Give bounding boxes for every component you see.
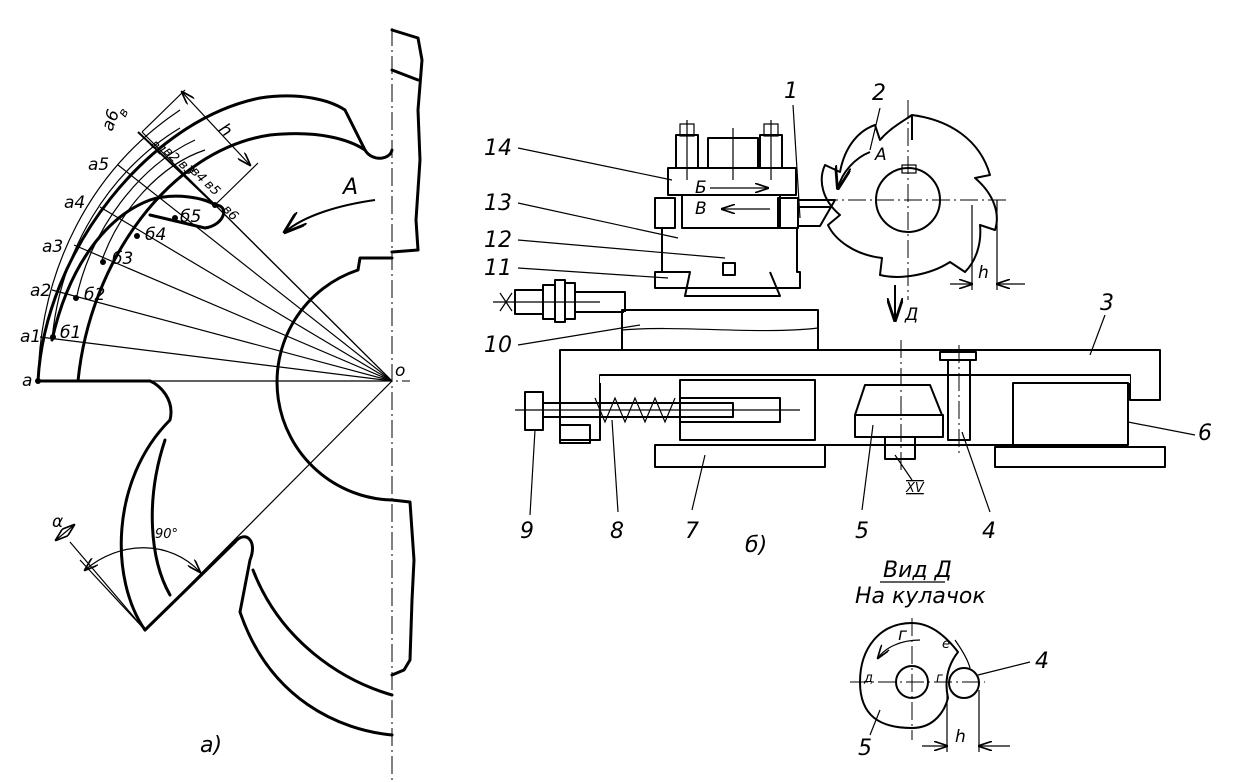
radial-lines [38,131,393,382]
label-d: д [863,671,873,686]
label-e: е [942,637,950,652]
bolt-head-9 [524,391,544,431]
b-points-line [137,131,216,206]
label-direction-b: Б [695,178,707,198]
cam-rotation-arrow [878,639,921,658]
view-d-cam: Вид Д На кулачок г д г е 4 5 h [850,558,1049,761]
label-direction-v: В [695,199,707,219]
key-12 [722,262,736,276]
lower-tooth-profile [143,535,394,737]
pin-4-head [939,351,977,361]
part-3: 3 [1100,291,1114,316]
caption-b: б) [745,533,767,558]
figure-a-cutter-profile: A а o а1 а2 а3 а4 а5 а6 б1 б2 б3 б4 б5 в… [20,28,424,782]
view-d-part-4: 4 [1035,649,1049,674]
spring-8 [594,396,676,424]
label-a2: а2 [30,281,51,301]
label-d5: б5 [180,207,201,227]
part-12: 12 [484,228,512,253]
label-h-a: h [214,119,236,141]
label-view-d: Д [904,305,918,325]
figure-b-fixture: Б В [484,79,1212,558]
lower-break-edge [390,498,416,677]
part-5: 5 [855,519,869,544]
label-g: г [936,671,943,686]
leader-lines [517,104,1196,516]
label-o: o [395,361,405,381]
label-d4: б4 [145,225,166,245]
view-d-subtitle: На кулачок [855,584,986,609]
part-4: 4 [982,519,996,544]
rotation-label-a: A [341,175,358,200]
part-8: 8 [610,519,624,544]
table-base [994,446,1166,468]
base-plate-3 [559,349,1161,441]
pin-section [948,667,980,699]
dovetail-11 [655,271,781,297]
label-v6: в6 [219,202,241,224]
hub-arc [275,256,394,502]
stop-6 [1012,382,1129,446]
part-9: 9 [520,519,534,544]
label-d3: б3 [112,249,133,269]
label-d1: б1 [60,323,81,343]
lower-tooth-back [119,379,173,632]
label-g-rotation: г [898,625,907,645]
pin-4 [947,359,971,441]
caption-a: а) [200,733,222,758]
upper-break-edge [390,28,424,254]
cam-profile [859,622,959,729]
label-a1: а1 [20,327,41,347]
part-11: 11 [484,256,512,281]
tooth-outer-profile [36,94,394,383]
label-a: а [22,371,32,391]
part-13: 13 [484,191,512,216]
label-a3: а3 [42,237,63,257]
view-d-label-h: h [955,727,966,747]
rotation-label-cutter: A [874,145,887,165]
part-7: 7 [685,519,699,544]
label-h-cutter: h [978,263,989,283]
part-10: 10 [484,333,512,358]
rotation-arrow-cutter [838,151,871,188]
guide-7 [654,444,826,468]
body-13 [654,228,801,289]
view-d-title: Вид Д [883,558,952,583]
tooth-delta-curve [50,194,217,342]
h-dimension [182,92,250,165]
section-mark-xv: XV [905,481,925,496]
milling-cutter-2 [820,100,1010,300]
rotation-arrow-a [285,199,376,232]
construction-points [35,202,218,384]
tool-holder-14 [654,120,799,229]
view-d-part-5: 5 [858,736,872,761]
part-6: 6 [1198,421,1212,446]
label-alpha: α [52,512,63,532]
label-d2: б2 [84,285,105,305]
alpha-dimension [56,525,74,540]
part-1: 1 [784,79,798,104]
part-14: 14 [484,136,512,161]
part-2: 2 [872,81,886,106]
angle-90-arc [85,547,200,572]
label-a4: а4 [64,193,85,213]
label-a5: а5 [88,155,109,175]
adjust-screw [493,279,626,323]
cam-5 [854,384,943,416]
label-90-deg: 90° [155,527,178,542]
